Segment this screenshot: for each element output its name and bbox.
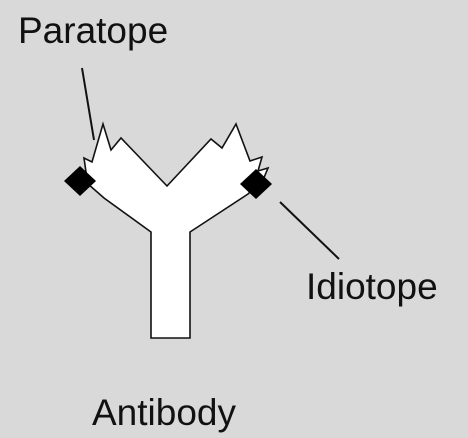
idiotope-pointer-line [280,202,339,259]
paratope-pointer-line [82,68,94,140]
antibody-shape [79,124,268,338]
idiotope-label: Idiotope [306,268,438,305]
antibody-label: Antibody [92,394,236,431]
paratope-label: Paratope [18,12,168,49]
